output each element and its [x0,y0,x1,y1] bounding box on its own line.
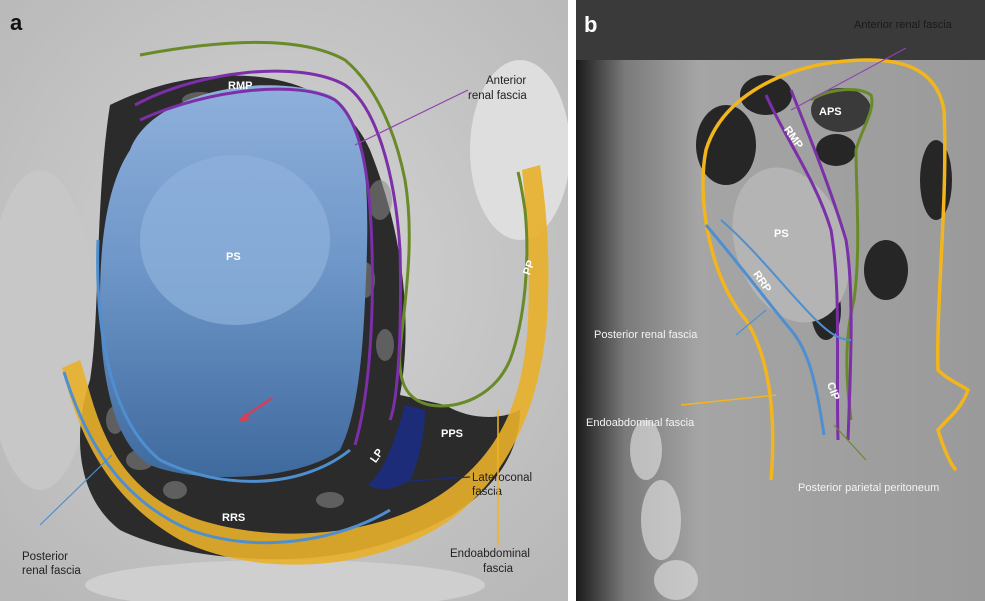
label-pps: PPS [441,428,463,440]
panel-b-letter: b [584,12,597,37]
label-aps-b: APS [819,106,842,118]
annot-anterior-line1: Anterior [486,75,526,87]
annot-lateroconal-line1: Lateroconal [472,472,532,484]
bowel-right [470,60,568,240]
panel-a: RMP PS RRS LP PPS PP Anterior renal fasc… [0,0,568,601]
ps-bright-area [140,155,330,325]
panel-b: APS RMP PS RRP CIP Anterior renal fascia… [576,0,985,601]
panel-a-letter: a [10,10,23,35]
label-ps: PS [226,251,241,263]
label-rrs: RRS [222,512,245,524]
panel-b-image: APS RMP PS RRP CIP Anterior renal fascia… [576,0,985,601]
annot-posterior-line2: renal fascia [22,565,81,577]
annot-posterior-b: Posterior renal fascia [594,329,698,341]
annot-ppp-b: Posterior parietal peritoneum [798,482,939,494]
label-ps-b: PS [774,228,789,240]
panel-a-image: RMP PS RRS LP PPS PP Anterior renal fasc… [0,0,568,601]
annot-endo-b: Endoabdominal fascia [586,417,695,429]
annot-posterior-line1: Posterior [22,551,68,563]
label-rmp: RMP [228,80,252,92]
panel-gap [568,0,576,601]
annot-anterior-line2: renal fascia [468,90,527,102]
annot-endo-line2: fascia [483,563,514,575]
annot-endo-line1: Endoabdominal [450,548,530,560]
annot-anterior-b: Anterior renal fascia [854,19,953,31]
